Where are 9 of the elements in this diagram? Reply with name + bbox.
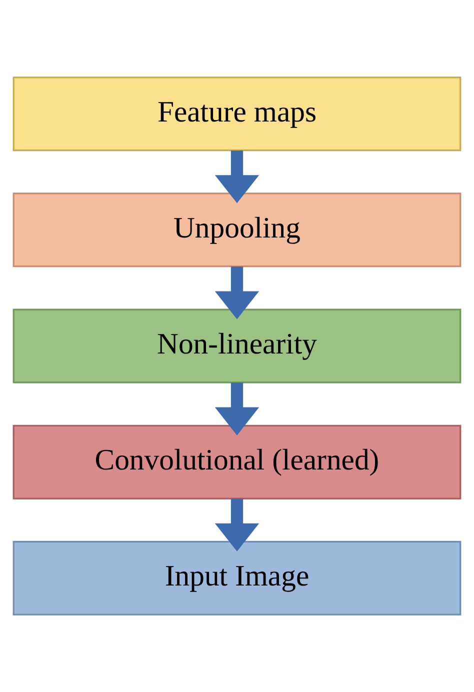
arrow (214, 382, 260, 436)
node-box: Convolutional (learned) (12, 424, 462, 500)
arrow (214, 150, 260, 204)
node-box: Feature maps (12, 76, 462, 152)
node-box: Unpooling (12, 192, 462, 268)
arrow (214, 266, 260, 320)
arrow (214, 498, 260, 552)
node-box: Non-linearity (12, 308, 462, 384)
node-box: Input Image (12, 540, 462, 616)
